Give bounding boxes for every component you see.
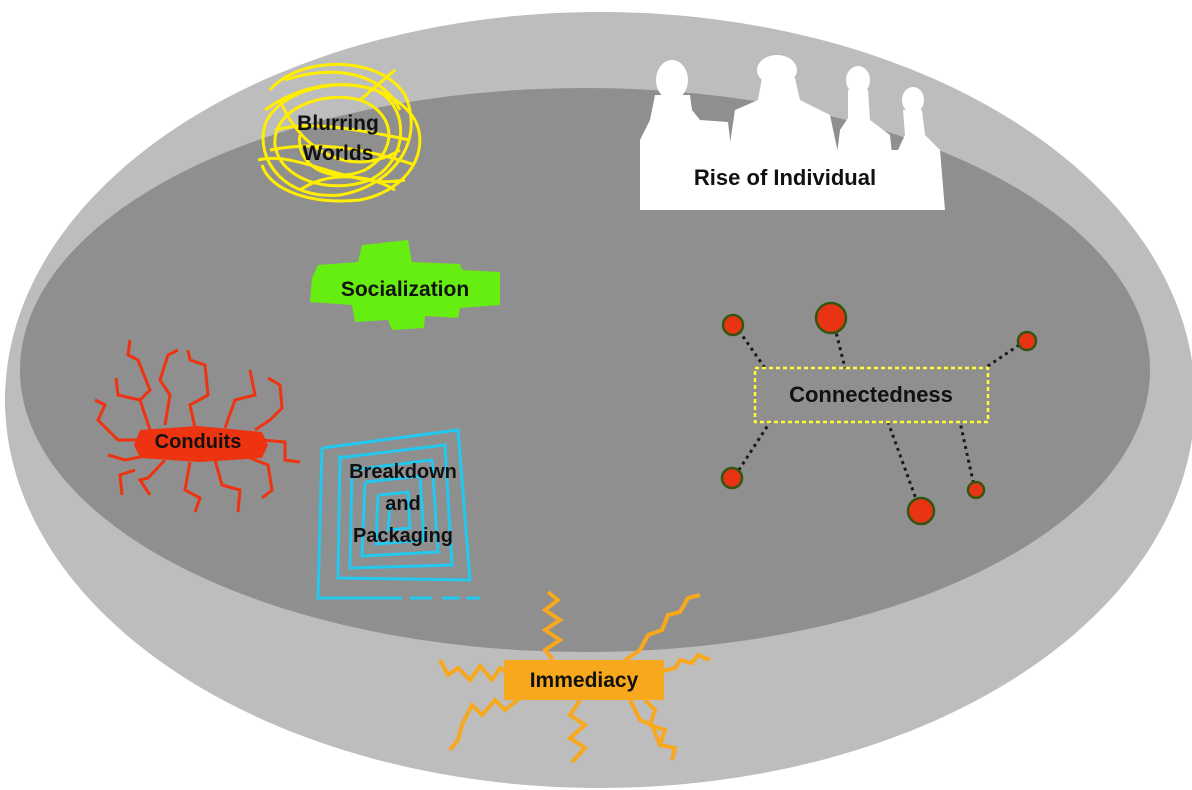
immediacy-label: Immediacy xyxy=(530,669,639,692)
blurring-worlds-node: Blurring Worlds xyxy=(257,62,422,203)
breakdown-and-packaging-node: Breakdown and Packaging xyxy=(316,428,480,600)
nested-squares-icon xyxy=(316,428,480,600)
immediacy-node: Immediacy xyxy=(438,590,711,764)
socialization-node: Socialization xyxy=(310,240,500,330)
connectedness-label: Connectedness xyxy=(789,382,953,407)
immediacy-rays xyxy=(438,590,711,764)
blurring-worlds-label-line1: Blurring xyxy=(297,112,379,135)
inner-ellipse xyxy=(20,88,1150,652)
connectedness-box xyxy=(753,366,990,424)
blurring-worlds-label-line2: Worlds xyxy=(303,142,374,165)
socialization-label: Socialization xyxy=(341,278,469,301)
blurring-worlds-scribble xyxy=(257,62,422,203)
connected-node-dot xyxy=(1016,330,1038,352)
connectedness-dots xyxy=(720,301,1038,526)
connected-node-dot xyxy=(721,313,745,337)
people-silhouettes-icon xyxy=(640,55,945,210)
breakdown-label-line2: and xyxy=(385,493,421,515)
conduits-body xyxy=(134,426,268,462)
breakdown-label-line1: Breakdown xyxy=(349,461,457,483)
connected-node-dot xyxy=(966,480,986,500)
conduits-label: Conduits xyxy=(155,431,242,453)
breakdown-label-line3: Packaging xyxy=(353,525,453,547)
connected-node-dot xyxy=(906,496,936,526)
connectedness-node: Connectedness xyxy=(720,301,1038,526)
conduits-node: Conduits xyxy=(94,339,301,513)
rise-of-individual-label: Rise of Individual xyxy=(694,165,876,190)
connected-node-dot xyxy=(814,301,848,335)
connected-node-dot xyxy=(720,466,744,490)
socialization-shape xyxy=(310,240,500,330)
immediacy-box xyxy=(504,660,664,700)
rise-of-individual-node: Rise of Individual xyxy=(640,55,945,210)
